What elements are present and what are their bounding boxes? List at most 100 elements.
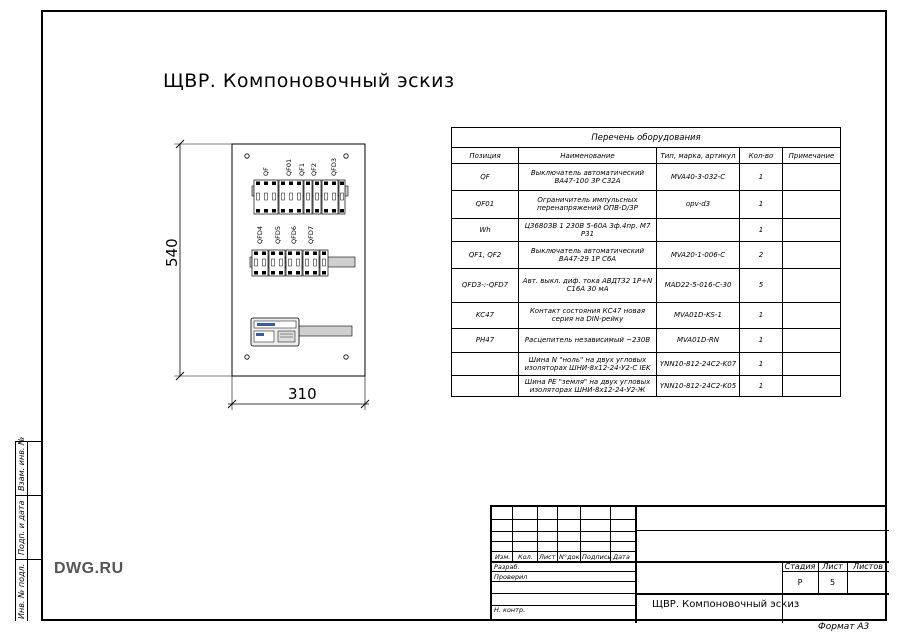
cell-qty: 1	[739, 374, 783, 398]
cell-note	[781, 327, 842, 354]
cell-name: Шина PE "земля" на двух угловых изолятор…	[518, 374, 657, 398]
tb-col-kol: Кол.	[518, 553, 533, 561]
cell-qty: 1	[739, 352, 783, 376]
shunt-ph47	[319, 249, 329, 277]
cell-qty: 1	[739, 190, 783, 219]
tb-role-checker: Проверил	[494, 573, 528, 581]
cell-pos: QF01	[451, 190, 519, 219]
cell-type: YNN10-812-24C2-K05	[656, 374, 740, 398]
cell-qty: 1	[739, 302, 783, 329]
tb-sheets-header: Листов	[853, 562, 883, 571]
tb-role-norm-control: Н. контр.	[494, 606, 526, 614]
cell-type: opv-d3	[656, 190, 740, 219]
cell-type	[656, 217, 740, 243]
side-stamp-replace-inv: Взам. инв. №	[17, 436, 26, 491]
cell-name: Выключатель автоматический ВА47-29 1Р С6…	[518, 241, 657, 269]
rcbo-qfd3	[321, 179, 339, 215]
label-qfd5: QFD5	[274, 226, 282, 244]
col-name: Наименование	[518, 147, 657, 164]
cell-name: Расцепитель независимый ~230В	[518, 327, 657, 354]
tb-stage-header: Стадия	[784, 562, 816, 571]
row2-rcbos	[251, 249, 329, 277]
cell-note	[781, 302, 842, 329]
cell-pos	[451, 352, 519, 376]
side-stamp-orig-inv: Инв. № подл.	[17, 563, 26, 619]
label-qf1: QF1	[298, 163, 306, 176]
breaker-qf1	[303, 179, 313, 215]
rcbo-qfd4	[251, 249, 269, 277]
cell-type: MVA01D-RN	[656, 327, 740, 354]
cell-name: Контакт состояния КС47 новая серия на DI…	[518, 302, 657, 329]
cell-name: Ц3680ЗВ 1 230В 5-60А 3ф.4пр. М7 Р31	[518, 217, 657, 243]
cell-type: MVA01D-KS-1	[656, 302, 740, 329]
title-block: Изм. Кол. Лист N°док Подпись Дата Разраб…	[490, 505, 889, 623]
panel-sketch: 540 310 QF QF01 QF1 QF2 QFD3 QFD4 QFD5 Q…	[163, 139, 370, 410]
tb-col-ndok: N°док	[559, 553, 580, 561]
equipment-table-caption: Перечень оборудования	[450, 126, 842, 149]
tb-stage-value: Р	[797, 578, 803, 587]
tb-col-date: Дата	[613, 553, 630, 561]
cell-qty: 2	[739, 241, 783, 269]
rcbo-qfd6	[285, 249, 303, 277]
cell-note	[781, 352, 842, 376]
label-qfd7: QFD7	[307, 226, 315, 244]
cell-pos	[451, 374, 519, 398]
height-dimension: 540	[163, 238, 181, 267]
equipment-table: Перечень оборудования Позиция Наименован…	[450, 126, 842, 398]
side-stamp-sign-date: Подп. и дата	[17, 500, 26, 556]
tb-col-signature: Подпись	[582, 553, 612, 561]
tb-sheet-value: 5	[829, 578, 836, 587]
cell-pos: QF	[451, 162, 519, 192]
width-dimension: 310	[288, 385, 317, 403]
rcbo-qfd7	[302, 249, 320, 277]
label-qfd4: QFD4	[256, 226, 264, 244]
tb-sheet-header: Лист	[822, 562, 843, 571]
cell-qty: 1	[739, 162, 783, 192]
rcbo-qfd5	[268, 249, 286, 277]
dwg-logo: DWG.RU	[54, 560, 124, 577]
side-stamp: Взам. инв. № Подп. и дата Инв. № подл.	[15, 437, 43, 621]
cell-pos: QF1, QF2	[451, 241, 519, 269]
cell-type: MVA20-1-006-C	[656, 241, 740, 269]
cell-pos: Wh	[451, 217, 519, 243]
label-qfd3: QFD3	[330, 158, 338, 176]
row1-breakers	[253, 179, 346, 215]
label-qf01: QF01	[285, 159, 293, 176]
col-qty: Кол-во	[739, 147, 783, 164]
cell-note	[781, 267, 842, 304]
cell-qty: 5	[739, 267, 783, 304]
col-note: Примечание	[781, 147, 842, 164]
spd-qf01	[278, 179, 304, 215]
cell-type: MVA40-3-032-C	[656, 162, 740, 192]
cell-pos: KC47	[451, 302, 519, 329]
table-row: Шина PE "земля" на двух угловых изолятор…	[451, 374, 842, 398]
tb-col-izm: Изм.	[495, 553, 511, 561]
cell-qty: 1	[739, 327, 783, 354]
cell-note	[781, 162, 842, 192]
cell-note	[781, 374, 842, 398]
col-type: Тип, марка, артикул	[656, 147, 740, 164]
cell-name: Шина N "ноль" на двух угловых изоляторах…	[518, 352, 657, 376]
cell-type: MAD22-5-016-C-30	[656, 267, 740, 304]
cell-name: Авт. выкл. диф. тока АВДТ32 1Р+N С16А 30…	[518, 267, 657, 304]
tb-drawing-title: ЩВР. Компоновочный эскиз	[652, 599, 800, 610]
tb-role-developer: Разраб.	[494, 563, 520, 571]
tb-col-list: Лист	[539, 553, 556, 561]
cell-name: Выключатель автоматический ВА47-100 3Р С…	[518, 162, 657, 192]
table-row: Шина N "ноль" на двух угловых изоляторах…	[451, 352, 842, 376]
drawing-frame	[41, 10, 887, 621]
cell-note	[781, 190, 842, 219]
breaker-qf2	[312, 179, 322, 215]
cell-type: YNN10-812-24C2-K07	[656, 352, 740, 376]
drawing-title: ЩВР. Компоновочный эскиз	[163, 70, 455, 92]
breaker-qf	[253, 179, 279, 215]
cell-pos: PH47	[451, 327, 519, 354]
cell-qty: 1	[739, 217, 783, 243]
label-qfd6: QFD6	[290, 226, 298, 244]
